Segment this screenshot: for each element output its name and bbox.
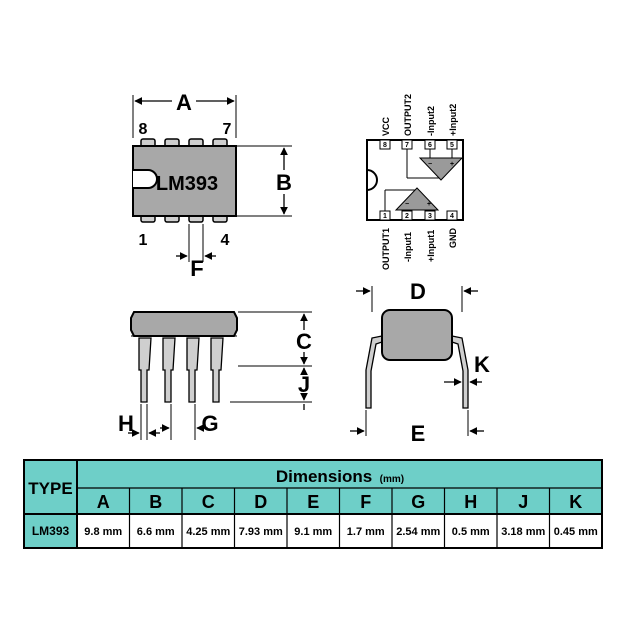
pinout-num-6: 6 [428, 142, 432, 149]
pinout-num-4: 4 [450, 213, 454, 220]
end-view-leg-left [365, 335, 383, 409]
table-col-A: A [97, 492, 110, 512]
pin-name-plus-input2: +Input2 [448, 104, 458, 136]
dim-label-E: E [411, 421, 426, 446]
pinout-num-7: 7 [405, 142, 409, 149]
pin-name-minus-input2: -Input2 [426, 106, 436, 136]
pinout-num-8: 8 [383, 142, 387, 149]
pinout-num-2: 2 [405, 213, 409, 220]
pin-name-minus-input1: -Input1 [403, 232, 413, 262]
svg-text:−: − [405, 201, 409, 208]
dim-label-A: A [176, 90, 192, 115]
pinout-notch [366, 169, 378, 191]
dim-label-H: H [118, 411, 134, 436]
table-col-F: F [360, 492, 371, 512]
dim-label-C: C [296, 329, 312, 354]
table-cell-E: 9.1 mm [294, 526, 332, 538]
dimensions-table: TYPE Dimensions (mm) A B C D E F G H J K… [23, 459, 603, 549]
table-col-H: H [464, 492, 477, 512]
table-cell-F: 1.7 mm [347, 526, 385, 538]
table-cell-B: 6.6 mm [137, 526, 175, 538]
end-view-leg-right [451, 335, 469, 409]
table-cell-C: 4.25 mm [186, 526, 230, 538]
pin-name-output2: OUTPUT2 [403, 94, 413, 136]
table-row: LM393 9.8 mm 6.6 mm 4.25 mm 7.93 mm 9.1 … [32, 524, 598, 538]
pinout-view: VCC OUTPUT2 -Input2 +Input2 8 7 6 5 1 2 … [366, 94, 464, 270]
svg-text:+: + [427, 201, 431, 208]
pin-name-plus-input1: +Input1 [426, 230, 436, 262]
pin1-notch [133, 169, 158, 189]
pinout-num-5: 5 [450, 142, 454, 149]
side-view-body [130, 311, 238, 337]
pin-name-gnd: GND [448, 228, 458, 249]
pin-name-vcc: VCC [381, 116, 391, 136]
dim-label-J: J [298, 372, 310, 397]
table-cell-J: 3.18 mm [501, 526, 545, 538]
pin-number-4: 4 [221, 232, 230, 249]
side-view-pins [138, 337, 224, 403]
top-view: A 8 7 LM393 1 4 B F [132, 90, 292, 281]
table-cell-K: 0.45 mm [554, 526, 598, 538]
table-col-C: C [202, 492, 215, 512]
table-col-D: D [254, 492, 267, 512]
table-row-type: LM393 [32, 524, 70, 538]
side-view: C J H G [118, 311, 312, 440]
table-cell-D: 7.93 mm [239, 526, 283, 538]
table-column-separators [128, 488, 551, 548]
table-col-G: G [411, 492, 425, 512]
chip-label: LM393 [156, 173, 218, 195]
table-cell-G: 2.54 mm [396, 526, 440, 538]
end-view-body [381, 309, 453, 361]
svg-text:+: + [450, 161, 454, 168]
table-type-header: TYPE [28, 479, 72, 498]
dim-label-D: D [410, 279, 426, 304]
svg-text:−: − [428, 161, 432, 168]
dim-label-K: K [474, 352, 490, 377]
pin-number-7: 7 [223, 121, 232, 138]
table-dimensions-header: Dimensions (mm) [276, 467, 404, 486]
table-col-B: B [149, 492, 162, 512]
dim-label-B: B [276, 170, 292, 195]
table-cell-H: 0.5 mm [452, 526, 490, 538]
pinout-num-1: 1 [383, 213, 387, 220]
end-view: D E K [350, 279, 490, 446]
table-col-E: E [307, 492, 319, 512]
pinout-num-3: 3 [428, 213, 432, 220]
comparator-1: − + [384, 187, 440, 211]
pin-number-8: 8 [139, 121, 148, 138]
table-cell-A: 9.8 mm [84, 526, 122, 538]
dim-label-F: F [190, 256, 203, 281]
comparator-2: − + [406, 149, 464, 181]
dim-label-G: G [201, 411, 218, 436]
table-col-J: J [518, 492, 528, 512]
table-col-K: K [569, 492, 582, 512]
pin-name-output1: OUTPUT1 [381, 228, 391, 270]
pin-number-1: 1 [139, 232, 148, 249]
